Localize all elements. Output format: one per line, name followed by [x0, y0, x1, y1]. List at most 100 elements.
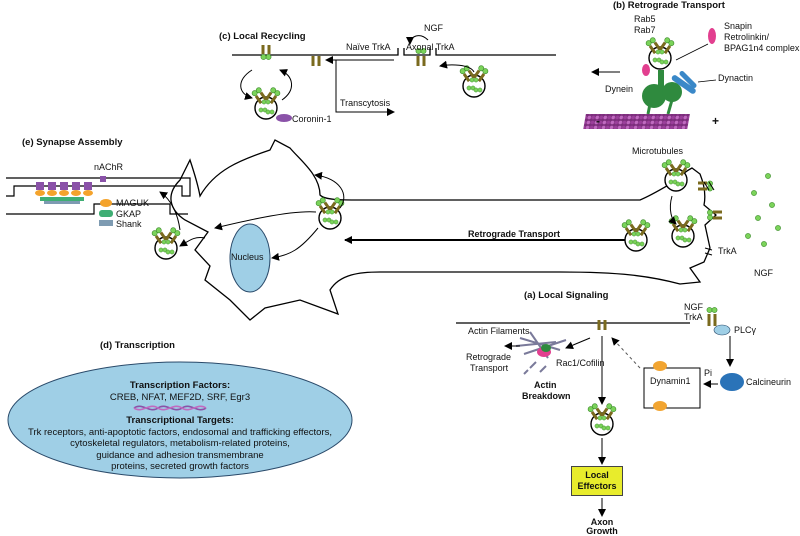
- minus-label: -: [596, 114, 600, 128]
- rac1-label: Rac1/Cofilin: [556, 358, 605, 368]
- retrograde-endosome: [645, 37, 675, 69]
- targets-line-2: cytoskeletal regulators, metabolism-rela…: [70, 438, 290, 449]
- dynamin-dashed: [611, 337, 641, 369]
- rab-marker: [642, 64, 650, 76]
- rab7-label: Rab7: [634, 25, 656, 35]
- nachr-label: nAChR: [94, 162, 124, 172]
- microtubule: [583, 114, 690, 129]
- microtubules-label: Microtubules: [632, 146, 684, 156]
- local-effectors-label-1: Local: [585, 470, 609, 480]
- recycling-endosome-left: [251, 87, 281, 119]
- trka-a-label: TrkA: [684, 312, 703, 322]
- dynamin-top: [653, 361, 667, 371]
- recycling-arrow-ngf: [406, 35, 429, 45]
- retrograde-transport-label: Retrograde Transport: [468, 229, 561, 239]
- gkap-legend: [99, 210, 113, 217]
- panel-title-b: (b) Retrograde Transport: [613, 0, 725, 11]
- coronin-label: Coronin-1: [292, 114, 332, 124]
- targets-title: Transcriptional Targets:: [126, 415, 234, 426]
- local-to-actin: [565, 337, 591, 349]
- recycling-receptor-1: [261, 45, 271, 60]
- dynactin-pointer: [697, 79, 717, 83]
- signaling-receptor: [597, 320, 607, 330]
- axon-growth-label-2: Growth: [586, 526, 618, 536]
- naive-trka-label: Naïve TrkA: [346, 42, 391, 52]
- maguk-label: MAGUK: [116, 198, 150, 208]
- actin-breakdown-label-2: Breakdown: [522, 391, 571, 401]
- dynein-leg-2: [666, 99, 674, 115]
- rac1-head: [541, 344, 551, 352]
- recycling-arrow-up: [439, 60, 475, 73]
- shank-legend: [99, 220, 113, 226]
- plus-label: +: [712, 114, 720, 128]
- recycling-receptor-3: [415, 48, 427, 66]
- soma-to-synapse-arrow: [179, 237, 206, 247]
- shank-label: Shank: [116, 219, 142, 229]
- panel-title-c: (c) Local Recycling: [219, 31, 306, 42]
- retrograde-small-label-1: Retrograde: [466, 352, 512, 362]
- synapse-postsynaptic: [6, 203, 188, 215]
- dynein-head-2: [662, 82, 682, 102]
- dynein-stalk: [658, 70, 664, 90]
- retrograde-small-label-2: Transport: [470, 363, 509, 373]
- axon-growth-label-1: Axon: [590, 517, 614, 527]
- actin-filaments-label: Actin Filaments: [468, 326, 530, 336]
- endosome-to-synapse-arrow: [159, 191, 181, 231]
- dynactin-bar-1: [671, 75, 696, 94]
- calcineurin-label: Calcineurin: [746, 377, 792, 387]
- local-effectors-box: Local Effectors: [571, 466, 623, 496]
- recycling-endosome-right: [459, 65, 489, 97]
- maguk-legend: [100, 199, 112, 207]
- dynactin-label: Dynactin: [718, 73, 754, 83]
- pi-label: Pi: [704, 368, 713, 378]
- factors-title: Transcription Factors:: [129, 380, 231, 391]
- plcg-label: PLCγ: [734, 325, 757, 335]
- gkap-label: GKAP: [116, 209, 142, 219]
- actin-debris: [523, 361, 547, 375]
- calcineurin-marker: [720, 373, 744, 391]
- transcytosis-label: Transcytosis: [340, 98, 391, 108]
- trka-right-marker: [704, 247, 713, 251]
- transcription-ellipse: [7, 361, 353, 479]
- actin-filaments: [515, 331, 567, 359]
- ngf-trka-complex: [706, 307, 718, 326]
- nachr-cluster: [35, 176, 106, 204]
- dynamin-label: Dynamin1: [650, 376, 691, 386]
- snapin-pointer: [675, 43, 709, 61]
- panel-title-d: (d) Transcription: [100, 340, 175, 351]
- recycling-loop-right: [279, 69, 292, 101]
- targets-line-4: proteins, secreted growth factors: [111, 461, 249, 472]
- factors-list: CREB, NFAT, MEF2D, SRF, Egr3: [109, 391, 251, 403]
- nucleus-label: Nucleus: [231, 252, 264, 262]
- dynactin-bar-2: [679, 71, 697, 89]
- soma-arrow-3: [314, 171, 345, 209]
- snapin-marker: [708, 28, 716, 44]
- synapse-presynaptic: [6, 177, 191, 197]
- axonal-trka-label: Axonal TrkA: [406, 42, 455, 52]
- panel-title-e: (e) Synapse Assembly: [22, 137, 123, 148]
- targets-line-3: guidance and adhesion transmembrane: [96, 449, 264, 461]
- soma-arrow-2: [214, 211, 317, 231]
- retrolinkin-label: Retrolinkin/: [724, 32, 770, 42]
- neuron-outline: [170, 139, 717, 321]
- coronin-marker: [276, 114, 292, 122]
- dynein-leg-1: [646, 103, 652, 115]
- dynamin-bottom: [653, 401, 667, 411]
- terminal-arrow: [668, 195, 677, 225]
- recycling-loop-left: [240, 69, 253, 100]
- plcg-marker: [713, 324, 731, 336]
- recycling-receptor-2: [311, 56, 321, 66]
- trka-right-label: TrkA: [718, 246, 737, 256]
- ngf-top-label: NGF: [424, 23, 443, 33]
- dynein-label: Dynein: [605, 84, 634, 94]
- ngf-right-label: NGF: [754, 268, 773, 278]
- snapin-label: Snapin: [724, 21, 753, 31]
- free-ngf-cluster: [745, 173, 781, 247]
- rab5-label: Rab5: [634, 14, 656, 24]
- ngf-a-label: NGF: [684, 302, 703, 312]
- actin-breakdown-label-1: Actin: [534, 380, 557, 390]
- soma-arrow-1: [271, 227, 319, 261]
- nucleus: [229, 223, 271, 293]
- recycling-membrane: [232, 48, 556, 56]
